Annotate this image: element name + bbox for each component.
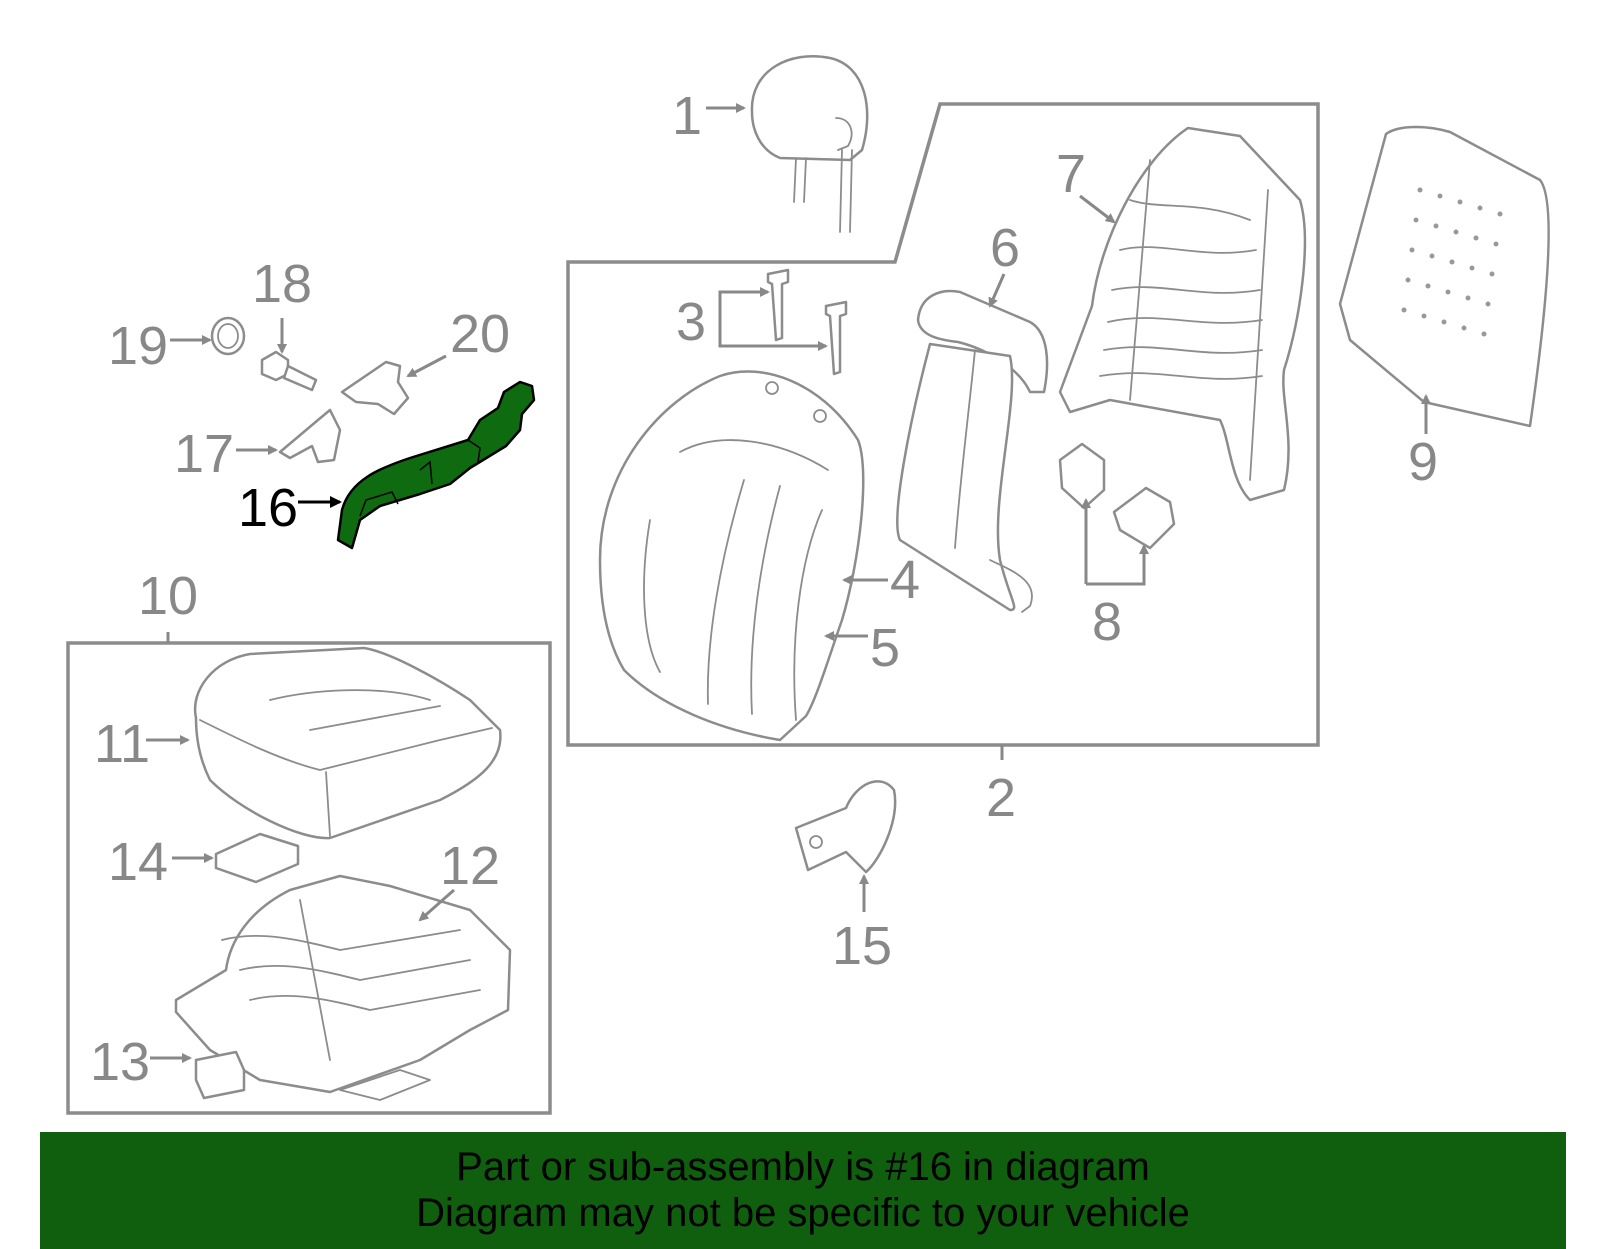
part-1-headrest[interactable] bbox=[750, 55, 869, 233]
callout-3: 3 bbox=[676, 292, 706, 352]
callout-20: 20 bbox=[450, 304, 510, 364]
part-15-side-cover[interactable] bbox=[794, 780, 897, 874]
part-16-shape[interactable] bbox=[336, 380, 536, 550]
callout-16: 16 bbox=[238, 478, 298, 538]
callout-17: 17 bbox=[174, 424, 234, 484]
part-20-bracket[interactable] bbox=[340, 360, 410, 416]
part-3-headrest-guides[interactable] bbox=[766, 268, 848, 376]
banner-line-2: Diagram may not be specific to your vehi… bbox=[416, 1191, 1190, 1235]
callout-14: 14 bbox=[108, 832, 168, 892]
banner-line-1: Part or sub-assembly is #16 in diagram bbox=[456, 1145, 1150, 1189]
callout-13: 13 bbox=[90, 1032, 150, 1092]
seat-cushion-assembly-box bbox=[66, 641, 552, 1115]
part-6-back-pad[interactable] bbox=[896, 289, 1049, 613]
leader-lines bbox=[146, 103, 1431, 1063]
part-13-small-box[interactable] bbox=[194, 1050, 246, 1100]
part-7-seat-back-frame[interactable] bbox=[1058, 126, 1307, 502]
callout-5: 5 bbox=[870, 618, 900, 678]
callout-7: 7 bbox=[1056, 144, 1086, 204]
part-16-highlighted[interactable] bbox=[336, 380, 536, 550]
callout-11: 11 bbox=[94, 714, 150, 774]
callout-15: 15 bbox=[832, 916, 892, 976]
part-12-cushion-frame[interactable] bbox=[174, 874, 512, 1101]
part-18-bolt[interactable] bbox=[260, 350, 318, 392]
part-8-brackets[interactable] bbox=[1058, 442, 1176, 550]
info-banner: Part or sub-assembly is #16 in diagram D… bbox=[40, 1132, 1566, 1249]
callout-9: 9 bbox=[1408, 432, 1438, 492]
callout-12: 12 bbox=[440, 836, 500, 896]
part-9-back-panel[interactable] bbox=[1338, 125, 1550, 428]
callout-2: 2 bbox=[986, 768, 1016, 828]
part-19-ring[interactable] bbox=[210, 316, 246, 356]
seat-back-assembly-box bbox=[566, 102, 1320, 747]
back-panel-holes bbox=[1401, 187, 1503, 337]
callout-18: 18 bbox=[252, 254, 312, 314]
callout-8: 8 bbox=[1092, 592, 1122, 652]
callout-1: 1 bbox=[672, 86, 702, 146]
callout-19: 19 bbox=[108, 316, 168, 376]
callout-4: 4 bbox=[890, 550, 920, 610]
part-11-seat-cushion[interactable] bbox=[193, 646, 502, 840]
callout-labels: 1 2 3 4 5 6 7 8 9 10 11 12 13 14 15 16 1… bbox=[90, 86, 1438, 1092]
part-4-5-seat-back-cover[interactable] bbox=[598, 370, 865, 742]
part-17-clip[interactable] bbox=[278, 408, 342, 464]
part-14-module[interactable] bbox=[214, 832, 300, 884]
callout-6: 6 bbox=[990, 218, 1020, 278]
callout-10: 10 bbox=[138, 566, 198, 626]
